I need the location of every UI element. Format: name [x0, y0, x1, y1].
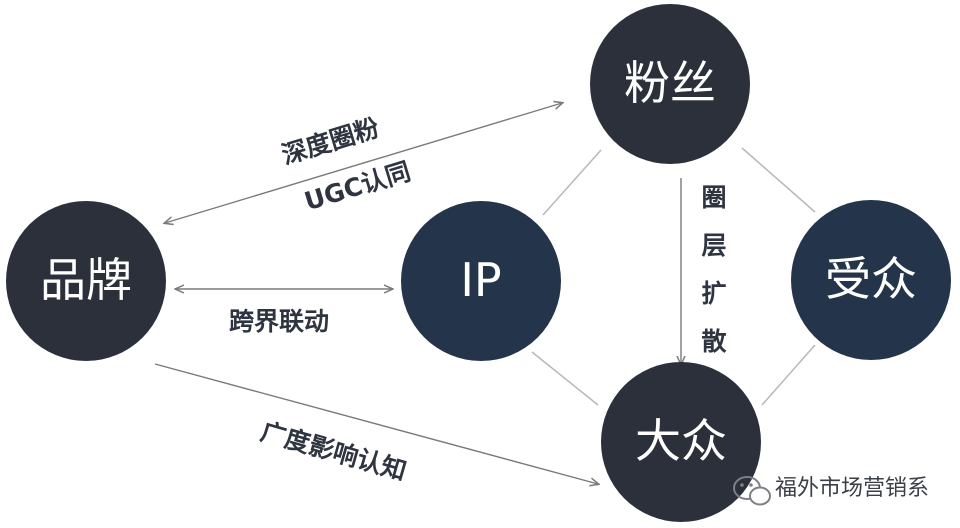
node-public-label: 大众	[635, 414, 727, 468]
label-circle-expand-4: 散	[701, 327, 726, 356]
node-public: 大众	[601, 362, 761, 522]
label-circle-expand-1: 圈	[701, 183, 726, 212]
node-fans: 粉丝	[590, 4, 750, 164]
edge-fans-audience	[741, 147, 816, 213]
node-audience-label: 受众	[825, 252, 917, 306]
node-ip-label: IP	[460, 253, 501, 307]
node-fans-label: 粉丝	[624, 56, 716, 110]
edge-audience-public	[761, 344, 816, 406]
arrow-brand-public	[154, 363, 598, 484]
label-circle-expand-3: 扩	[701, 279, 726, 308]
node-brand: 品牌	[6, 201, 166, 361]
edge-ip-public	[531, 351, 599, 406]
node-audience: 受众	[791, 200, 951, 360]
arrow-brand-fans	[165, 103, 562, 223]
edge-fans-ip	[542, 149, 602, 216]
watermark-text: 福外市场营销系	[775, 476, 929, 501]
label-circle-expand-2: 层	[701, 231, 726, 260]
watermark: 福外市场营销系	[733, 476, 929, 506]
label-crossover: 跨界联动	[229, 307, 329, 336]
wechat-icon	[733, 476, 771, 506]
node-ip: IP	[401, 201, 561, 361]
node-brand-label: 品牌	[40, 253, 132, 307]
